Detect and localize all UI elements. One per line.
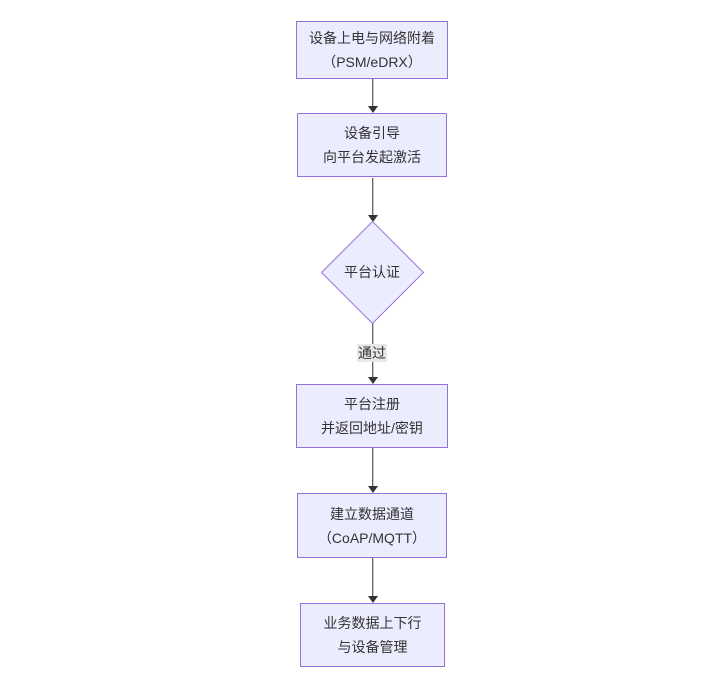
- node-label-line1: 设备上电与网络附着: [309, 30, 435, 46]
- node-label-line1: 设备引导: [344, 125, 400, 141]
- edge-e-f: [367, 558, 378, 603]
- edge-d-e: [367, 448, 378, 493]
- node-label-line2: 与设备管理: [337, 639, 408, 655]
- node-label-line1: 建立数据通道: [330, 505, 414, 522]
- node-power-network-attach: 设备上电与网络附着 （PSM/eDRX）: [296, 21, 448, 79]
- node-platform-auth-label: 平台认证: [322, 222, 422, 322]
- node-label-line2: 向平台发起激活: [323, 149, 421, 165]
- node-label-line1: 平台认证: [344, 264, 400, 280]
- node-business-data-management: 业务数据上下行 与设备管理: [300, 603, 445, 667]
- node-label-line2: （CoAP/MQTT）: [317, 529, 427, 546]
- edge-label-pass: 通过: [357, 344, 387, 362]
- edge-line: [371, 178, 374, 216]
- node-label-line1: 平台注册: [344, 396, 400, 412]
- edge-line: [371, 79, 374, 107]
- arrowhead-icon: [367, 377, 378, 384]
- arrowhead-icon: [367, 215, 378, 222]
- arrowhead-icon: [367, 596, 378, 603]
- edge-b-c: [367, 178, 378, 222]
- node-platform-register: 平台注册 并返回地址/密钥: [296, 384, 448, 448]
- node-device-bootstrap: 设备引导 向平台发起激活: [297, 113, 447, 177]
- edge-line: [371, 558, 374, 597]
- node-label-line2: （PSM/eDRX）: [322, 54, 422, 70]
- edge-a-b: [367, 79, 378, 113]
- node-label-line1: 业务数据上下行: [323, 615, 422, 631]
- arrowhead-icon: [367, 486, 378, 493]
- arrowhead-icon: [367, 106, 378, 113]
- node-data-channel: 建立数据通道 （CoAP/MQTT）: [297, 493, 447, 558]
- node-label-line2: 并返回地址/密钥: [321, 420, 423, 436]
- edge-line: [371, 448, 374, 487]
